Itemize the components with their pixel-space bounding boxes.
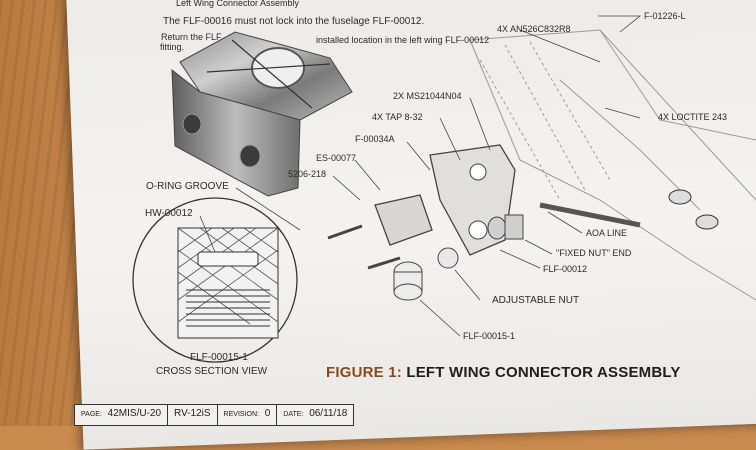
label-adjustable-nut: ADJUSTABLE NUT <box>492 295 580 306</box>
footer-date: DATE: 06/11/18 <box>283 408 348 419</box>
label-fixed-nut: "FIXED NUT" END <box>556 248 632 258</box>
footer-revision: REVISION: 0 <box>218 405 278 425</box>
assembly-drawing <box>132 15 756 363</box>
footer-page: PAGE: 42MIS/U-20 <box>75 405 169 425</box>
cross-section-subtitle: CROSS SECTION VIEW <box>156 366 268 377</box>
figure-title-prefix: FIGURE 1: <box>326 364 402 381</box>
label-flf00012: FLF-00012 <box>543 264 588 274</box>
note-line-1: The FLF-00016 must not lock into the fus… <box>163 16 425 27</box>
label-5206218: 5206-218 <box>288 169 327 179</box>
note-line-2b: installed location in the left wing FLF-… <box>316 35 490 45</box>
header-title: Left Wing Connector Assembly <box>176 0 300 8</box>
label-f01226: F-01226-L <box>644 11 686 21</box>
note-line-2a: Return the FLF <box>161 32 222 42</box>
label-aoa-line: AOA LINE <box>586 228 628 238</box>
label-f00034a: F-00034A <box>355 134 395 144</box>
cross-section-title: FLF-00015-1 <box>190 352 248 363</box>
label-ms21044: 2X MS21044N04 <box>393 91 462 101</box>
label-an526: 4X AN526C832R8 <box>497 24 571 34</box>
label-oring-groove: O-RING GROOVE <box>146 181 229 192</box>
label-loctite: 4X LOCTITE 243 <box>658 112 728 122</box>
footer-model: RV-12iS <box>168 405 218 425</box>
label-es00077: ES-00077 <box>316 153 357 163</box>
label-flf00015: FLF-00015-1 <box>463 331 516 341</box>
note-line-3: fitting. <box>160 42 185 52</box>
figure-title-text: LEFT WING CONNECTOR ASSEMBLY <box>406 364 681 381</box>
label-tap: 4X TAP 8-32 <box>372 112 423 122</box>
figure-title: FIGURE 1: LEFT WING CONNECTOR ASSEMBLY <box>326 364 681 381</box>
page-footer: PAGE: 42MIS/U-20 RV-12iS REVISION: 0 DAT… <box>74 404 355 426</box>
metal-bracket-photo <box>171 31 353 197</box>
label-hw00012: HW-00012 <box>145 208 193 219</box>
